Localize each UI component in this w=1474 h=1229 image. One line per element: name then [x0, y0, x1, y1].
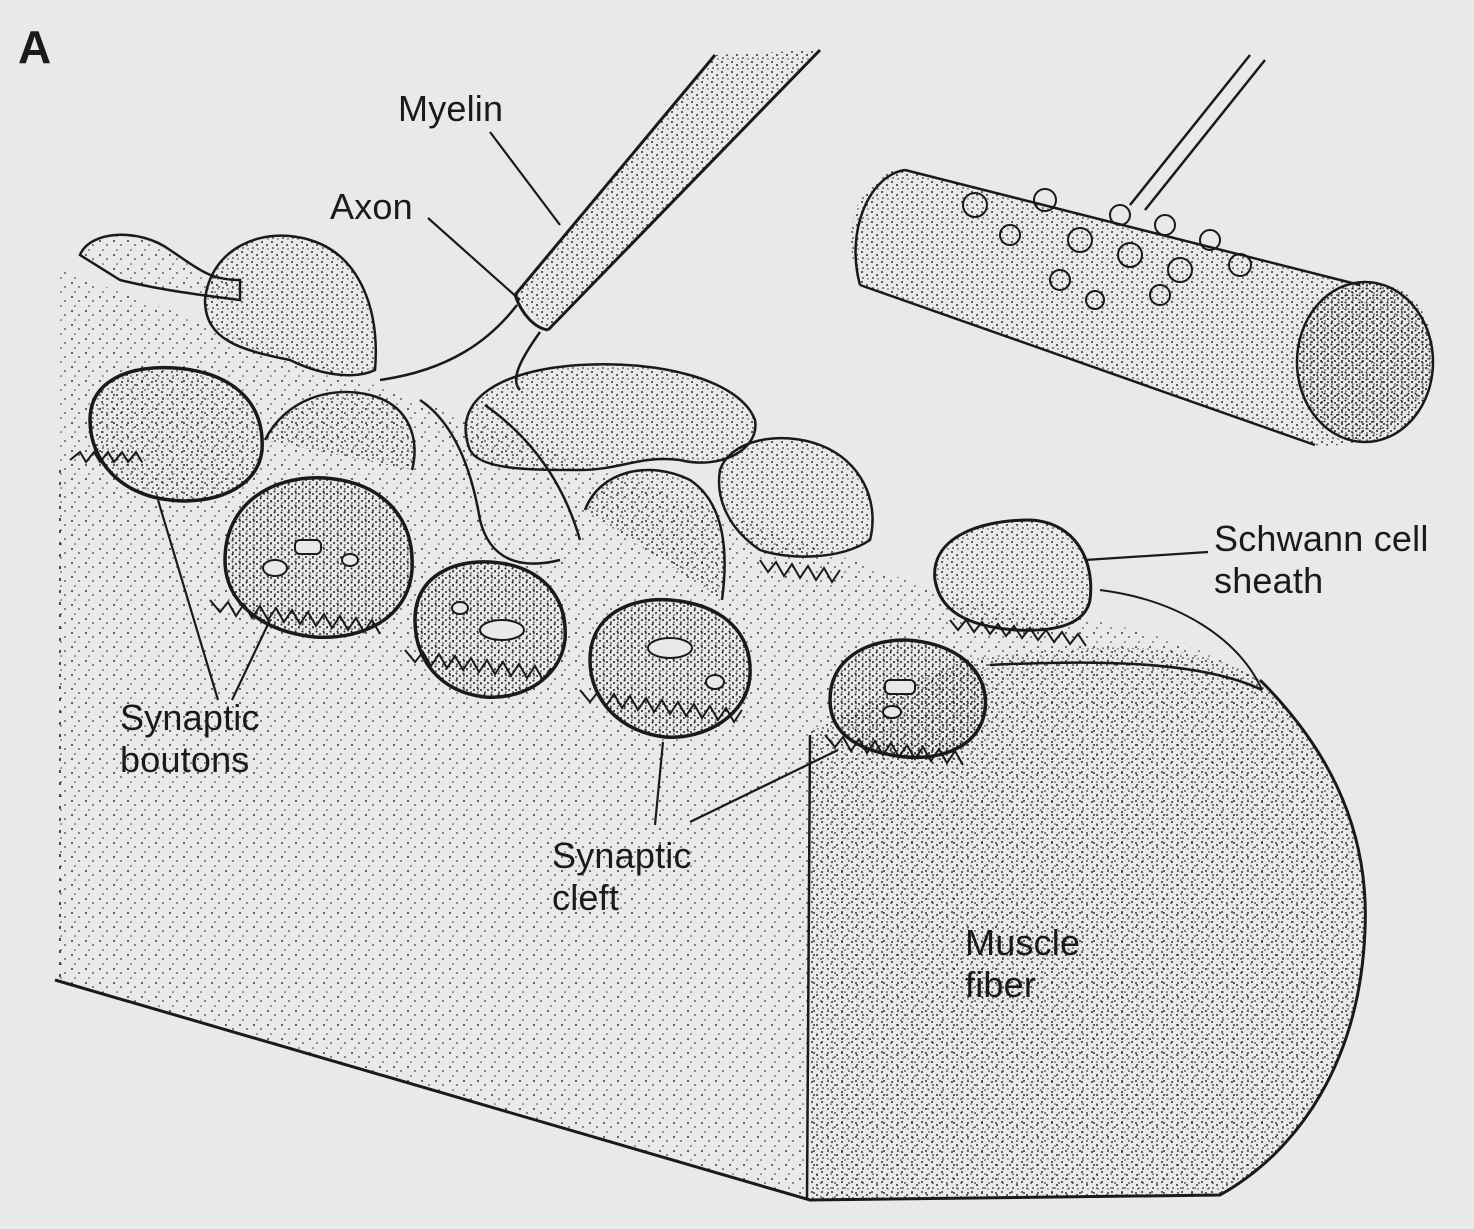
myelin-sheath-shape: [515, 50, 820, 330]
cleft-label-line-2: cleft: [552, 877, 692, 919]
schwann-cell-sheath-label: Schwann cell sheath: [1214, 518, 1429, 603]
synaptic-cleft-label: Synaptic cleft: [552, 835, 692, 920]
synaptic-boutons-label: Synaptic boutons: [120, 697, 260, 782]
schwann-leader: [1085, 552, 1208, 560]
boutons-label-line-2: boutons: [120, 739, 260, 781]
panel-letter: A: [18, 20, 51, 74]
boutons-label-line-1: Synaptic: [120, 697, 260, 739]
schwann-label-line-1: Schwann cell: [1214, 518, 1429, 560]
muscle-fiber-label: Muscle fiber: [965, 922, 1080, 1007]
inset-muscle-fiber: [851, 55, 1433, 446]
axon-label-text: Axon: [330, 186, 413, 227]
myelin-label: Myelin: [398, 88, 503, 130]
bouton-3: [415, 562, 565, 697]
myelin-label-text: Myelin: [398, 88, 503, 129]
muscle-label-line-2: fiber: [965, 964, 1080, 1006]
bouton-5: [830, 640, 985, 757]
schwann-label-line-2: sheath: [1214, 560, 1429, 602]
schwann-cell-shape: [935, 520, 1091, 630]
myelin-leader: [490, 132, 560, 225]
cleft-label-line-1: Synaptic: [552, 835, 692, 877]
muscle-label-line-1: Muscle: [965, 922, 1080, 964]
axon-label: Axon: [330, 186, 413, 228]
axon-leader: [428, 218, 520, 300]
